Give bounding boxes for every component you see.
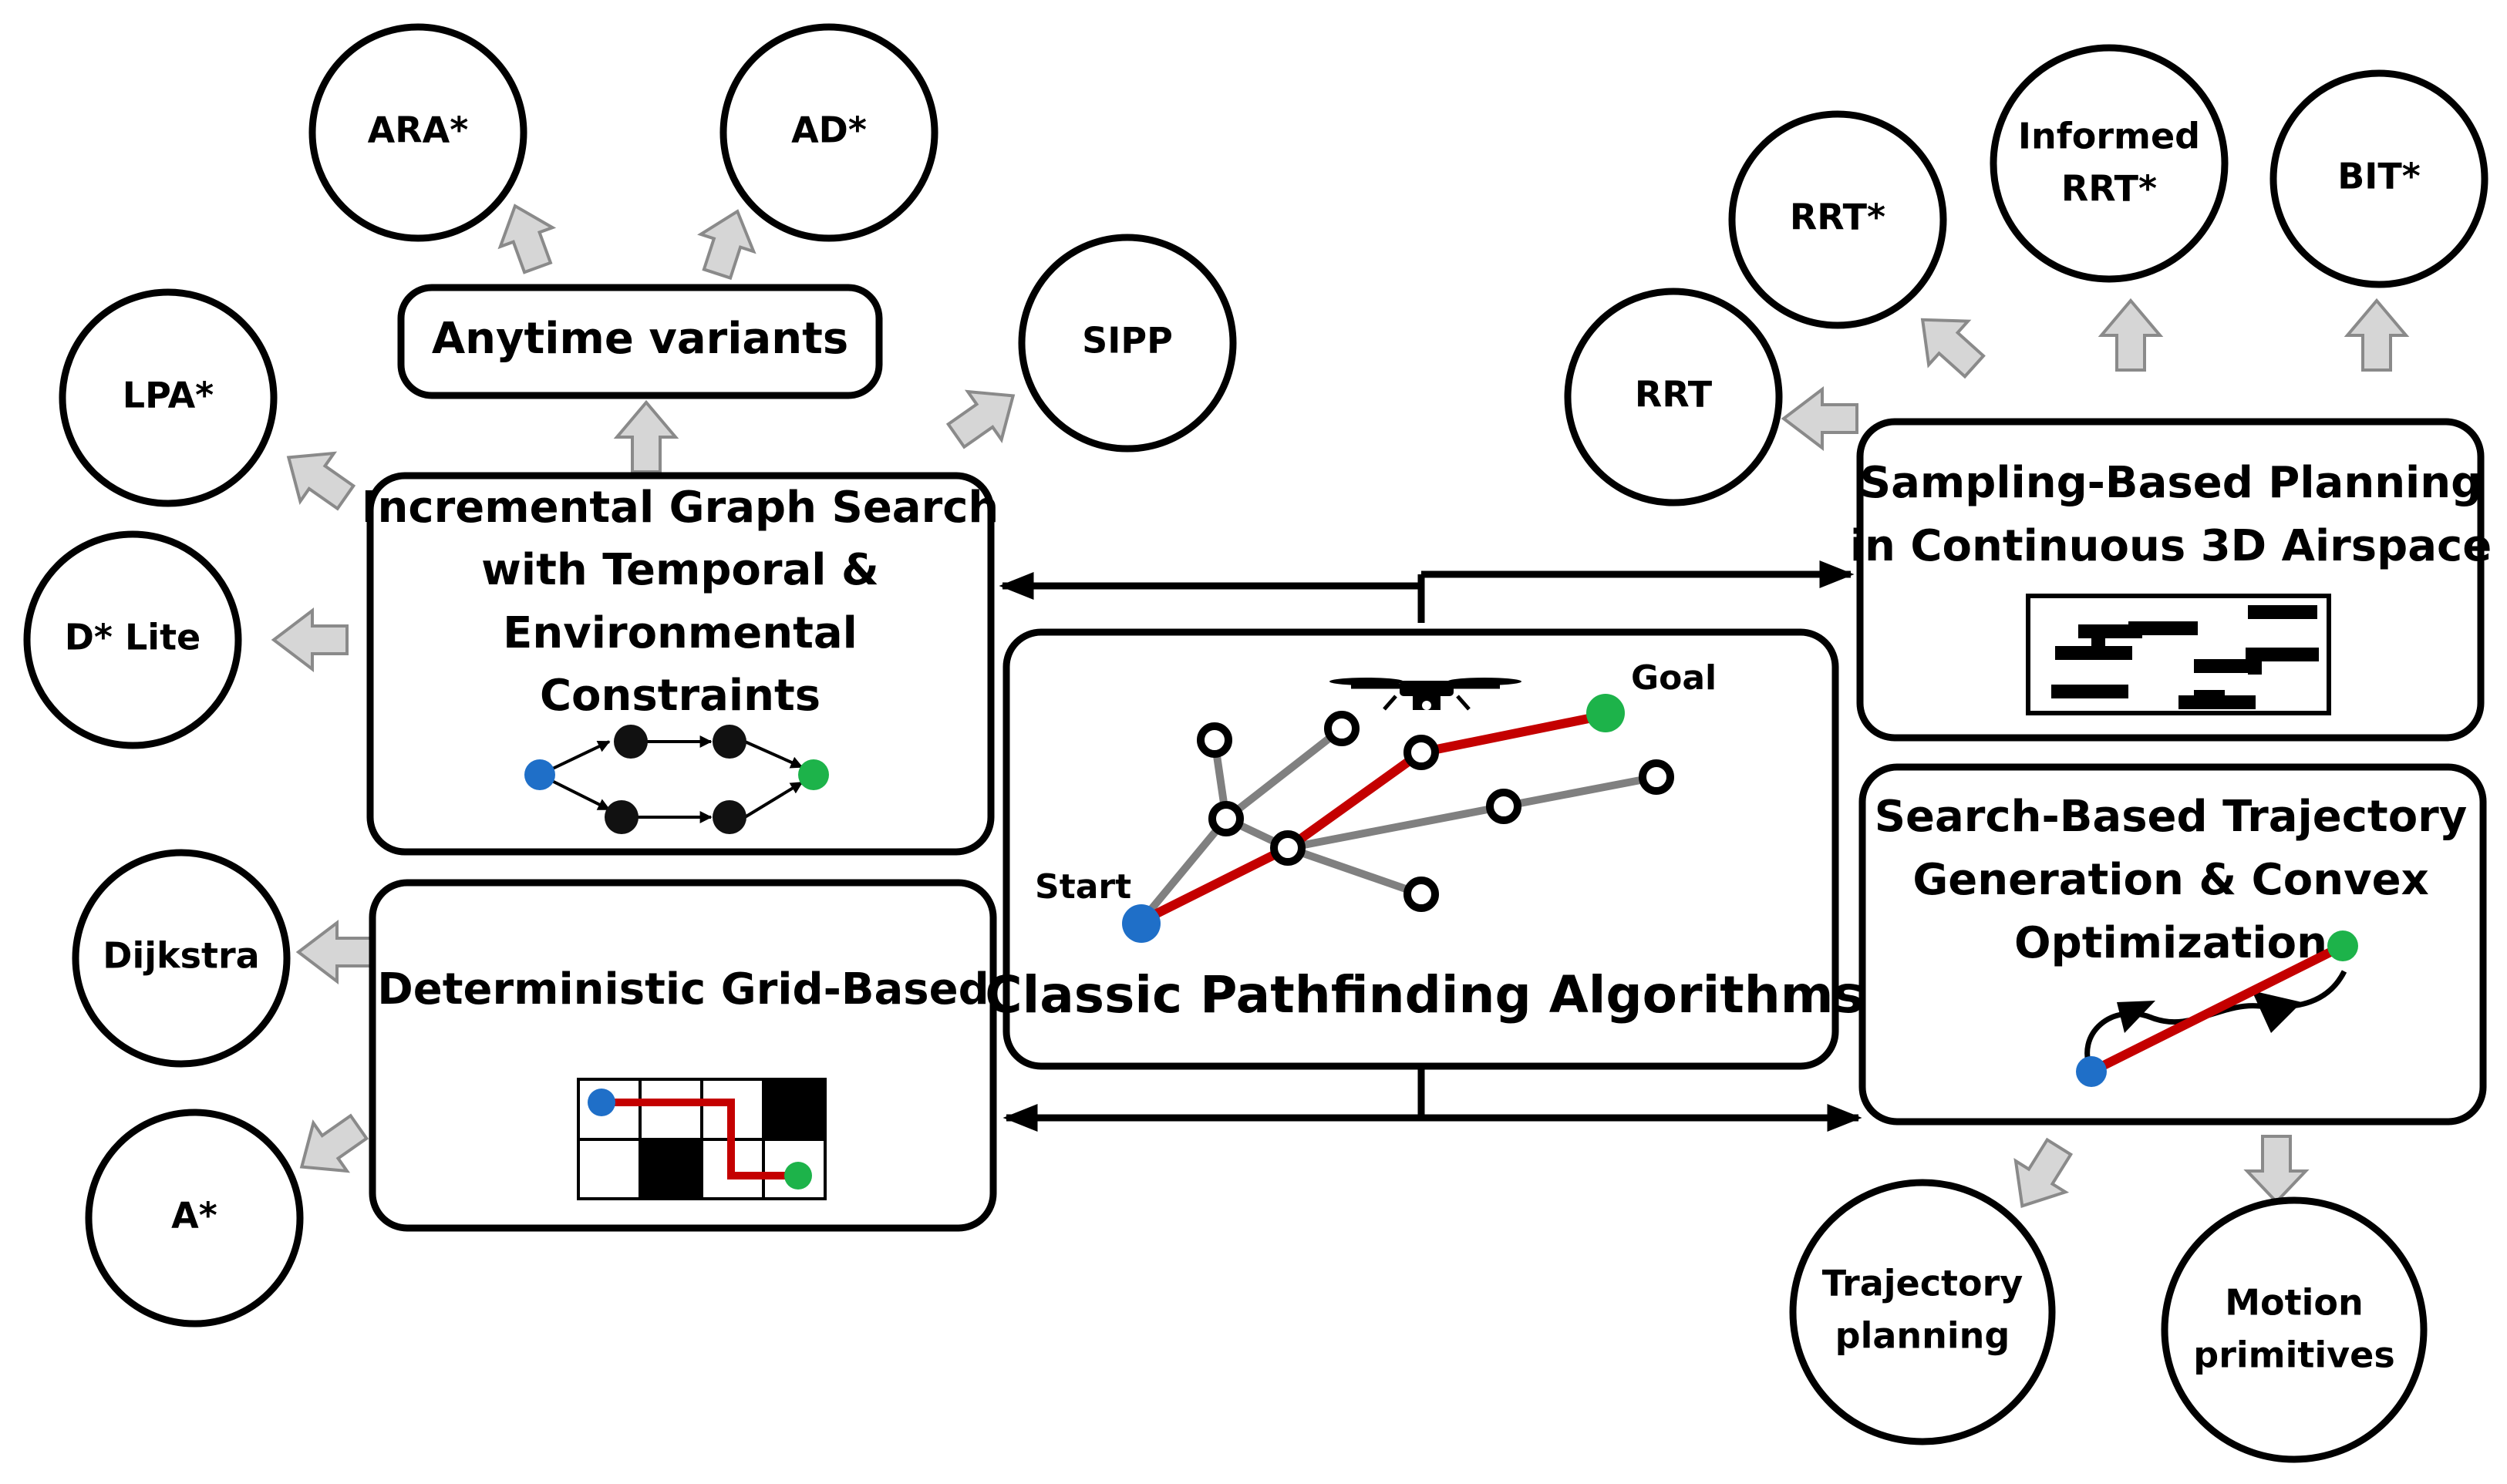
algo-informed-rrt-star-label-2: RRT* [2061, 168, 2157, 210]
search-based-trajectory-box: Search-Based Trajectory Generation & Con… [1858, 763, 2487, 1126]
goal-label: Goal [1631, 658, 1717, 698]
sampling-title-line-2: in Continuous 3D Airspace [1850, 521, 2492, 571]
algo-sipp-label: SIPP [1082, 320, 1173, 362]
algo-sipp: SIPP [1018, 234, 1237, 453]
algo-rrt-star: RRT* [1728, 110, 1947, 329]
algo-motion-primitives-label-2: primitives [2193, 1334, 2394, 1376]
incremental-title-line-2: with Temporal & [481, 545, 879, 595]
algo-dijkstra: Dijkstra [72, 849, 291, 1068]
path-illustration [1122, 694, 1674, 943]
algo-ad-star-label: AD* [791, 109, 867, 151]
graph-illustration [524, 725, 829, 834]
algo-lpa-star: LPA* [59, 288, 278, 507]
algo-a-star-label: A* [171, 1195, 217, 1237]
incremental-graph-search-box: Incremental Graph Search with Temporal &… [362, 472, 999, 856]
deterministic-grid-box: Deterministic Grid-Based [369, 879, 997, 1232]
search-traj-title-line-2: Generation & Convex [1912, 855, 2428, 905]
algo-ad-star: AD* [719, 23, 938, 242]
sampling-based-box: Sampling-Based Planning in Continuous 3D… [1850, 418, 2492, 742]
algo-dijkstra-label: Dijkstra [103, 935, 259, 977]
central-connectors [999, 560, 1862, 1132]
algo-a-star: A* [85, 1109, 304, 1328]
algo-rrt: RRT [1564, 288, 1783, 506]
deterministic-title: Deterministic Grid-Based [377, 964, 989, 1015]
algo-rrt-label: RRT [1635, 374, 1713, 416]
incremental-title-line-4: Constraints [540, 671, 821, 721]
incremental-title-line-3: Environmental [503, 608, 858, 658]
grid-illustration [577, 1078, 827, 1200]
gray-arrows [271, 204, 2410, 1208]
search-traj-title-line-3: Optimization [2014, 918, 2327, 968]
algo-motion-primitives-label-1: Motion [2225, 1282, 2364, 1324]
start-label: Start [1035, 867, 1131, 907]
trajectory-illustration [2076, 930, 2358, 1087]
algo-lpa-star-label: LPA* [123, 375, 214, 416]
algo-trajectory-planning-label-1: Trajectory [1822, 1263, 2023, 1304]
search-traj-title-line-1: Search-Based Trajectory [1875, 792, 2468, 842]
anytime-variants-label: Anytime variants [432, 314, 848, 364]
algo-bit-star: BIT* [2269, 69, 2488, 288]
anytime-variants-box: Anytime variants [397, 284, 883, 399]
algo-informed-rrt-star-label-1: Informed [2018, 116, 2200, 157]
algo-d-star-lite-label: D* Lite [65, 617, 201, 658]
algo-bit-star-label: BIT* [2337, 156, 2421, 197]
algo-d-star-lite: D* Lite [23, 530, 242, 749]
algo-trajectory-planning: Trajectory planning [1789, 1179, 2056, 1445]
algo-motion-primitives: Motion primitives [2161, 1196, 2428, 1463]
airspace-illustration [2026, 594, 2331, 715]
algo-rrt-star-label: RRT* [1790, 197, 1885, 238]
central-box: Start Goal Classic Pathfinding Algorithm… [985, 628, 1864, 1070]
incremental-title-line-1: Incremental Graph Search [362, 483, 999, 533]
central-title: Classic Pathfinding Algorithms [985, 965, 1864, 1025]
algo-trajectory-planning-label-2: planning [1835, 1315, 2010, 1357]
drone-icon [1329, 678, 1521, 711]
algo-ara-star-label: ARA* [368, 109, 469, 151]
algo-informed-rrt-star: Informed RRT* [1990, 44, 2229, 283]
algo-ara-star: ARA* [308, 23, 527, 242]
sampling-title-line-1: Sampling-Based Planning [1860, 458, 2482, 508]
